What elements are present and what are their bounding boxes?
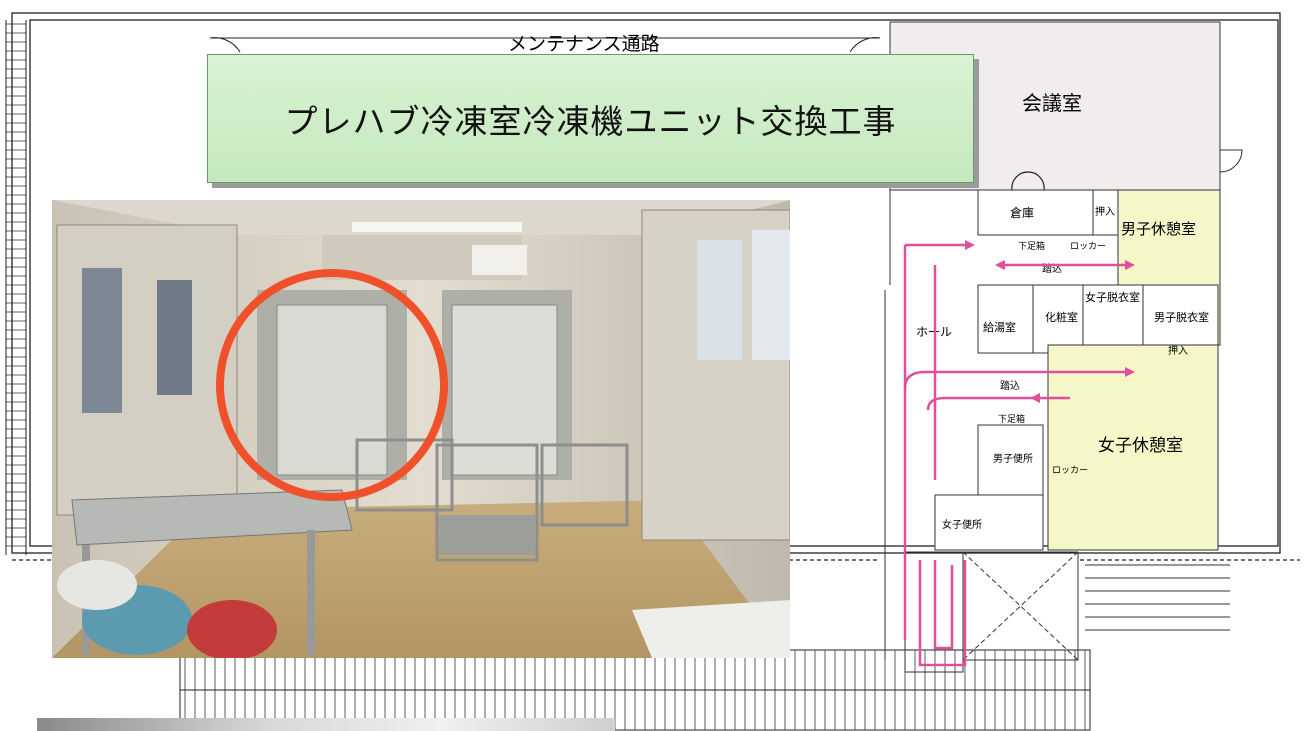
men-toilet-label: 男子便所 [993,452,1033,465]
women-dressing-label: 女子脱衣室 [1085,290,1140,304]
closet-1 [1092,189,1119,236]
stairwell [904,551,1079,673]
step-2-label: 踏込 [1000,379,1020,392]
carts [355,438,629,562]
storage-room [977,189,1094,236]
left-wall-hatch [5,20,27,555]
men-dressing-room [1142,284,1219,346]
maintenance-corridor-label: メンテナンス通路 [508,33,660,55]
women-toilet-label: 女子便所 [942,518,982,531]
kitchenette-label: 給湯室 [983,320,1016,334]
storage-label: 倉庫 [1010,205,1034,220]
route-arrows [903,243,1125,667]
second-photo-strip [37,718,615,731]
women-toilet [934,494,1044,551]
closet-2-label: 押入 [1168,344,1188,357]
meeting-room-label: 会議室 [1022,91,1082,115]
kitchenette-room [977,284,1034,354]
locker-2-label: ロッカー [1052,465,1088,476]
women-rest-room [1047,344,1219,551]
shoe-box-2-label: 下足箱 [998,413,1025,425]
men-rest-label: 男子休憩室 [1121,220,1196,238]
women-rest-label: 女子休憩室 [1098,436,1183,456]
powder-label: 化粧室 [1045,310,1078,324]
men-dressing-label: 男子脱衣室 [1154,310,1209,324]
closet-1-label: 押入 [1095,205,1115,218]
shoe-box-1-label: 下足箱 [1018,240,1045,252]
powder-room [1032,284,1084,354]
freezer-room-photo [52,200,790,658]
project-title: プレハブ冷凍室冷凍機ユニット交換工事 [207,54,974,183]
locker-1-label: ロッカー [1070,241,1106,252]
arrow-heads [965,240,1135,403]
right-stairs [1085,564,1230,631]
highlight-circle [216,269,448,501]
